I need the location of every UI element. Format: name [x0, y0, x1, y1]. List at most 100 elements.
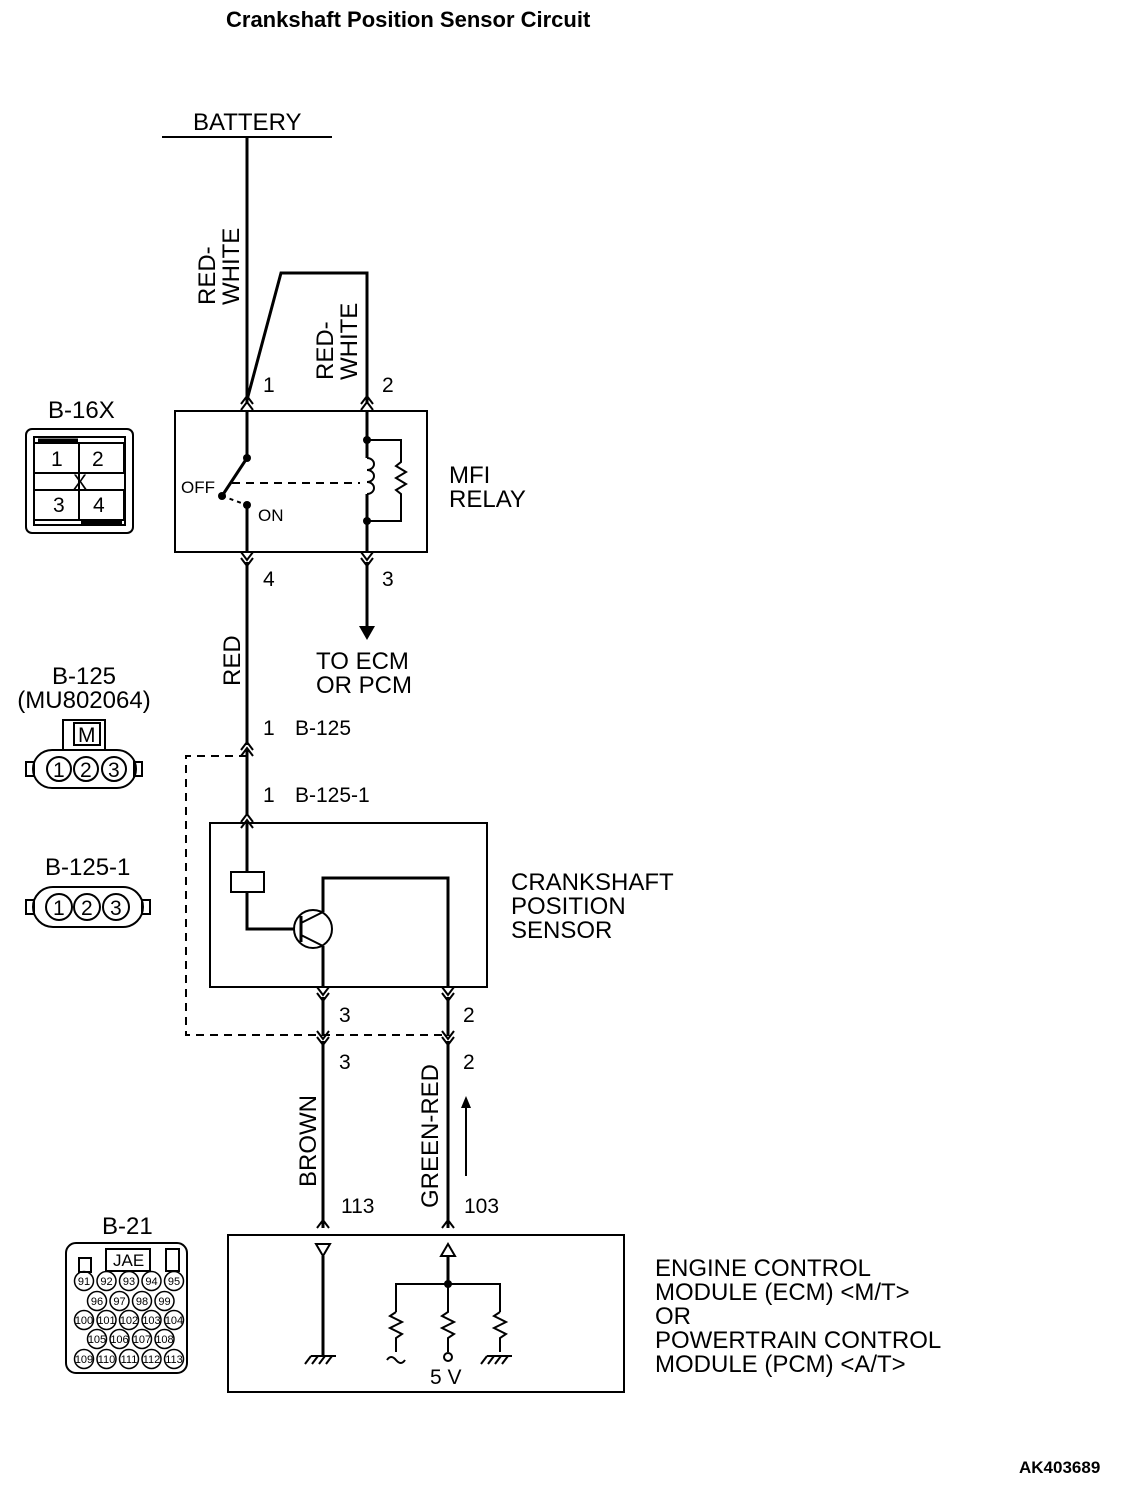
b125-1-name: B-125-1	[295, 784, 370, 807]
ecm-pin-103: 103	[464, 1195, 499, 1218]
relay-pin2-feed-wire	[245, 271, 369, 404]
sensor-base-line	[245, 892, 294, 931]
b21-pin-circle	[96, 1348, 117, 1370]
b125-1-view-pin-1: 1	[53, 897, 65, 920]
sensor-pin-2-lower: 2	[463, 1051, 475, 1074]
b21-pin-label: 104	[165, 1315, 183, 1327]
relay-switch-on-label: ON	[258, 506, 284, 525]
ecm-resistor-right	[491, 1311, 509, 1352]
wire-color-green-red: GREEN-RED	[417, 1064, 444, 1208]
b21-pin-label: 97	[113, 1296, 125, 1308]
ecm-signal-wave-icon	[386, 1356, 406, 1364]
sensor-transistor-collector	[300, 911, 324, 924]
b125-1-chevrons	[240, 812, 254, 829]
reference-code: AK403689	[1019, 1458, 1100, 1477]
b21-pin-circle	[109, 1290, 130, 1312]
b21-pin-circle	[118, 1309, 140, 1331]
b125-1-connector-view	[25, 886, 151, 928]
b21-pin-circle	[154, 1290, 175, 1312]
b21-pin-label: 108	[155, 1334, 173, 1346]
b125-view-pin-2: 2	[80, 759, 92, 782]
b125-1-view-pin-3: 3	[110, 897, 122, 920]
b21-pin-label: 91	[78, 1276, 90, 1288]
b21-pin-circle	[141, 1270, 162, 1292]
b21-pin-label: 109	[75, 1354, 93, 1366]
b125-connector-view	[25, 719, 143, 789]
relay-bottom-chevrons	[240, 551, 374, 568]
b125-1-pin: 1	[263, 784, 275, 807]
ecm-resistor-left	[387, 1311, 405, 1352]
b16x-title: B-16X	[48, 397, 115, 424]
b16x-connector-view	[25, 428, 134, 534]
ecm-chevrons	[316, 1218, 455, 1229]
b21-pin-circle	[86, 1328, 108, 1350]
relay-switch-off-label: OFF	[181, 478, 215, 497]
battery-label: BATTERY	[193, 109, 301, 136]
crankshaft-sensor-box	[209, 822, 488, 988]
b21-pin-label: 93	[123, 1276, 135, 1288]
wire-color-red: RED	[219, 635, 246, 686]
ecm-supply-label: 5 V	[430, 1366, 462, 1389]
b21-pin-circle	[154, 1328, 175, 1350]
sensor-pin-3-lower: 3	[339, 1051, 351, 1074]
sensor-pin-2-upper: 2	[463, 1004, 475, 1027]
b16x-cell-1: 1	[51, 448, 63, 471]
relay-pin-4: 4	[263, 568, 275, 591]
relay-switch-blade	[220, 457, 249, 497]
relay-output-arrow	[359, 626, 375, 640]
b125-view-key: M	[78, 724, 96, 747]
b21-view-title: B-21	[102, 1213, 153, 1240]
sensor-transistor	[293, 909, 333, 949]
b21-pin-circle	[131, 1290, 153, 1312]
b21-pin-label: 92	[100, 1276, 112, 1288]
b125-1-view-title: B-125-1	[45, 854, 130, 881]
b21-pin-label: 112	[143, 1354, 161, 1366]
ecm-input-113-symbol	[314, 1243, 332, 1258]
b21-pin-label: 113	[165, 1354, 183, 1366]
ecm-box	[227, 1234, 625, 1393]
ecm-input-103-symbol	[439, 1242, 457, 1257]
b21-pin-circle	[118, 1348, 140, 1370]
mfi-relay-box	[174, 410, 428, 553]
relay-coil	[366, 457, 375, 495]
b21-maker-label: JAE	[113, 1251, 144, 1270]
b16x-mark: X	[73, 471, 87, 494]
b21-pin-circle	[96, 1270, 117, 1292]
b125-view-pin-3: 3	[108, 759, 120, 782]
b21-pin-label: 110	[98, 1354, 116, 1366]
b21-pin-label: 107	[133, 1334, 151, 1346]
b21-pin-label: 101	[97, 1315, 115, 1327]
b125-pin: 1	[263, 717, 275, 740]
b21-pin-circle	[96, 1309, 117, 1331]
wire-color-red-white-2: RED-WHITE	[312, 303, 363, 380]
wire-color-red-white-1: RED-WHITE	[194, 228, 245, 305]
b16x-cell-4: 4	[93, 494, 105, 517]
b21-pin-label: 99	[158, 1296, 170, 1308]
b21-pin-label: 102	[120, 1315, 138, 1327]
b125-1-view-pin-2: 2	[81, 897, 93, 920]
sensor-upper-chevrons	[316, 986, 455, 1003]
b21-pin-circle	[163, 1348, 185, 1370]
sensor-shield-dashed	[185, 755, 448, 1036]
relay-pin-1: 1	[263, 374, 275, 397]
diagram-title: Crankshaft Position Sensor Circuit	[226, 7, 591, 32]
b125-view-pin-1: 1	[53, 759, 65, 782]
relay-pin-2: 2	[382, 374, 394, 397]
sensor-lower-chevrons	[316, 1030, 455, 1047]
b21-pin-label: 100	[75, 1315, 93, 1327]
b21-pin-label: 105	[88, 1334, 106, 1346]
b21-pin-circle	[73, 1348, 95, 1370]
b21-pin-circle	[163, 1309, 185, 1331]
b21-pin-label: 95	[168, 1276, 180, 1288]
b125-name: B-125	[295, 717, 351, 740]
b21-pin-circle	[131, 1328, 153, 1350]
b21-pin-circle	[163, 1270, 185, 1292]
b21-pin-circle	[141, 1309, 162, 1331]
wire-color-brown: BROWN	[295, 1095, 322, 1187]
sensor-pin-3-upper: 3	[339, 1004, 351, 1027]
